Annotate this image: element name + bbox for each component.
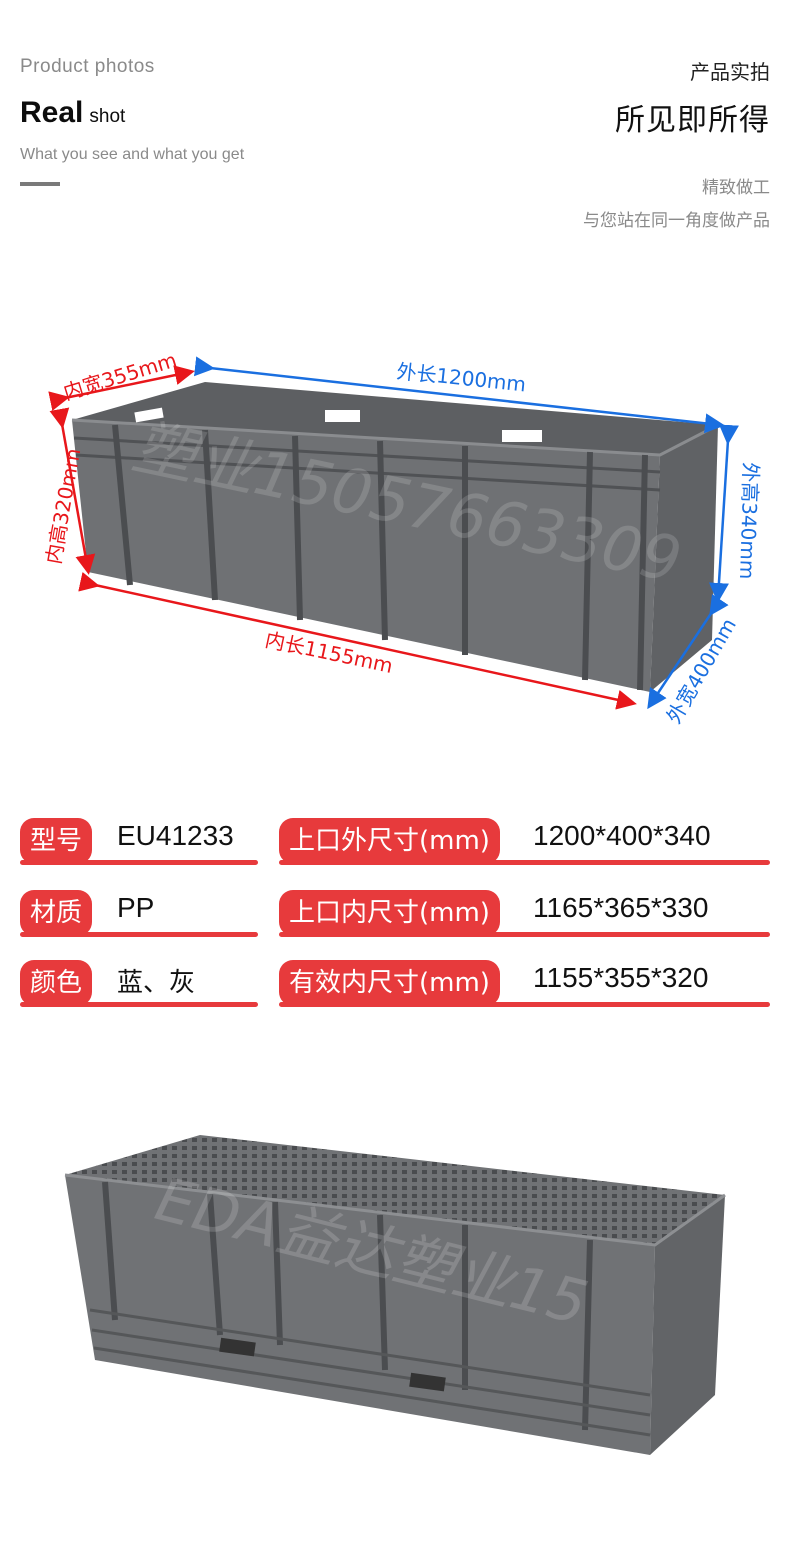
product-photo-dimensions: 塑业15057663309 内宽355mm 外长1200mm 内高320mm 外… bbox=[41, 348, 763, 728]
header-right: 产品实拍 所见即所得 精致做工 与您站在同一角度做产品 bbox=[583, 56, 770, 231]
crate-open: 塑业15057663309 bbox=[71, 382, 719, 692]
spec-value: EU41233 bbox=[117, 820, 234, 851]
spec-label: 有效内尺寸(mm) bbox=[279, 960, 500, 1006]
spec-label: 材质 bbox=[20, 890, 93, 936]
spec-value: PP bbox=[117, 892, 155, 923]
spec-value: 蓝、灰 bbox=[117, 968, 196, 998]
spec-value: 1200*400*340 bbox=[533, 820, 711, 851]
spec-inner-size: 上口内尺寸(mm) 1165*365*330 bbox=[279, 890, 770, 942]
spec-value: 1155*355*320 bbox=[533, 962, 709, 993]
spec-underline bbox=[20, 932, 258, 937]
en-title-small: shot bbox=[89, 106, 126, 127]
cn-title: 所见即所得 bbox=[615, 103, 770, 138]
spec-value: 1165*365*330 bbox=[533, 892, 709, 923]
arrow-inner-length bbox=[78, 572, 637, 710]
spec-label: 型号 bbox=[20, 818, 93, 864]
arrow-outer-height bbox=[708, 424, 739, 603]
arrow-inner-width bbox=[48, 365, 195, 411]
arrow-outer-width bbox=[647, 593, 729, 710]
arrow-inner-height bbox=[49, 407, 96, 575]
spec-color: 颜色 蓝、灰 bbox=[20, 960, 258, 1012]
product-photo-closed: EDA益达塑业15 bbox=[64, 1135, 726, 1455]
spec-outer-size: 上口外尺寸(mm) 1200*400*340 bbox=[279, 818, 770, 870]
divider-bar bbox=[20, 182, 60, 186]
crate-closed: EDA益达塑业15 bbox=[64, 1135, 726, 1455]
en-subtitle: Product photos bbox=[20, 56, 155, 77]
arrow-outer-length bbox=[193, 356, 725, 434]
spec-underline bbox=[279, 932, 770, 937]
spec-label: 上口外尺寸(mm) bbox=[279, 818, 500, 864]
label-inner-length: 内长1155mm bbox=[263, 627, 395, 677]
en-tagline: What you see and what you get bbox=[20, 146, 245, 163]
spec-underline bbox=[20, 860, 258, 865]
spec-model: 型号 EU41233 bbox=[20, 818, 258, 870]
spec-underline bbox=[20, 1002, 258, 1007]
label-outer-height: 外高340mm bbox=[735, 462, 763, 580]
spec-underline bbox=[279, 1002, 770, 1007]
spec-material: 材质 PP bbox=[20, 890, 258, 942]
cn-tagline-1: 精致做工 bbox=[702, 178, 770, 198]
cn-subtitle: 产品实拍 bbox=[690, 60, 770, 84]
label-inner-height: 内高320mm bbox=[41, 446, 85, 566]
spec-label: 颜色 bbox=[20, 960, 93, 1006]
cn-tagline-2: 与您站在同一角度做产品 bbox=[583, 211, 770, 231]
spec-label: 上口内尺寸(mm) bbox=[279, 890, 500, 936]
en-title-big: Real bbox=[20, 96, 84, 129]
spec-effective-size: 有效内尺寸(mm) 1155*355*320 bbox=[279, 960, 770, 1012]
spec-underline bbox=[279, 860, 770, 865]
